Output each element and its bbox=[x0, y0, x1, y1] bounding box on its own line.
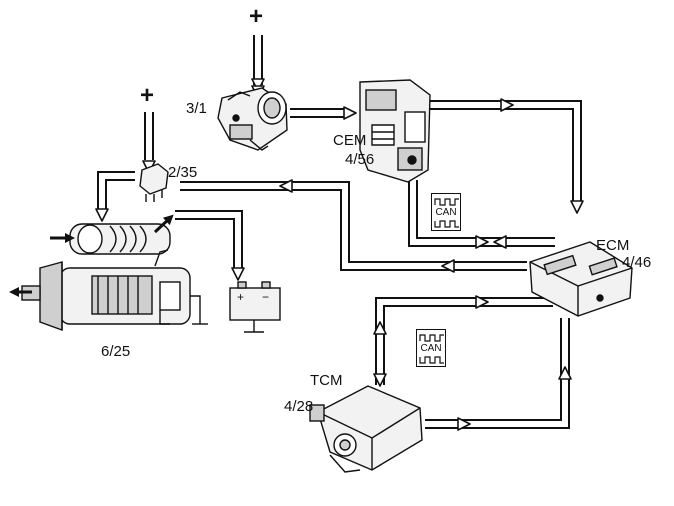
relay-label: 2/35 bbox=[168, 164, 198, 181]
ecm-to-relay-route bbox=[180, 179, 527, 273]
battery-icon bbox=[229, 281, 281, 332]
battery-plus-label: + bbox=[237, 290, 245, 304]
ecm-tcm-can-route bbox=[373, 295, 553, 387]
tcm-code-label: 4/28 bbox=[284, 398, 314, 415]
relay-to-battery-route bbox=[175, 210, 245, 281]
cem-module bbox=[359, 79, 431, 183]
cem-name-label: CEM bbox=[333, 132, 367, 149]
square-wave-bottom-icon bbox=[419, 334, 444, 364]
tcm-module bbox=[309, 385, 423, 473]
ecm-name-label: ECM bbox=[596, 237, 630, 254]
cem-ecm-can-route bbox=[408, 180, 555, 249]
battery-minus-label: − bbox=[262, 290, 270, 304]
ignition-switch bbox=[217, 87, 288, 151]
starter-relay bbox=[139, 163, 169, 202]
supply-plus-relay: + bbox=[140, 82, 155, 109]
can-top-label: CAN bbox=[435, 207, 457, 218]
signal-routes bbox=[95, 35, 584, 431]
relay-to-starter-route bbox=[95, 171, 135, 222]
square-wave-top-icon bbox=[434, 198, 459, 228]
can-bus-bottom: CAN bbox=[416, 329, 446, 367]
ecm-code-label: 4/46 bbox=[622, 254, 652, 271]
cem-to-ecm-route bbox=[430, 98, 584, 214]
starter-motor-label: 6/25 bbox=[101, 343, 131, 360]
supply-plus-ignition: + bbox=[249, 3, 264, 30]
ignition-switch-label: 3/1 bbox=[186, 100, 207, 117]
tcm-to-ecm-route bbox=[425, 318, 572, 431]
cem-code-label: 4/56 bbox=[345, 151, 375, 168]
can-bus-top: CAN bbox=[431, 193, 461, 231]
starter-motor bbox=[9, 214, 208, 331]
ecm-module bbox=[529, 241, 633, 317]
can-bottom-label: CAN bbox=[420, 343, 442, 354]
tcm-name-label: TCM bbox=[310, 372, 343, 389]
